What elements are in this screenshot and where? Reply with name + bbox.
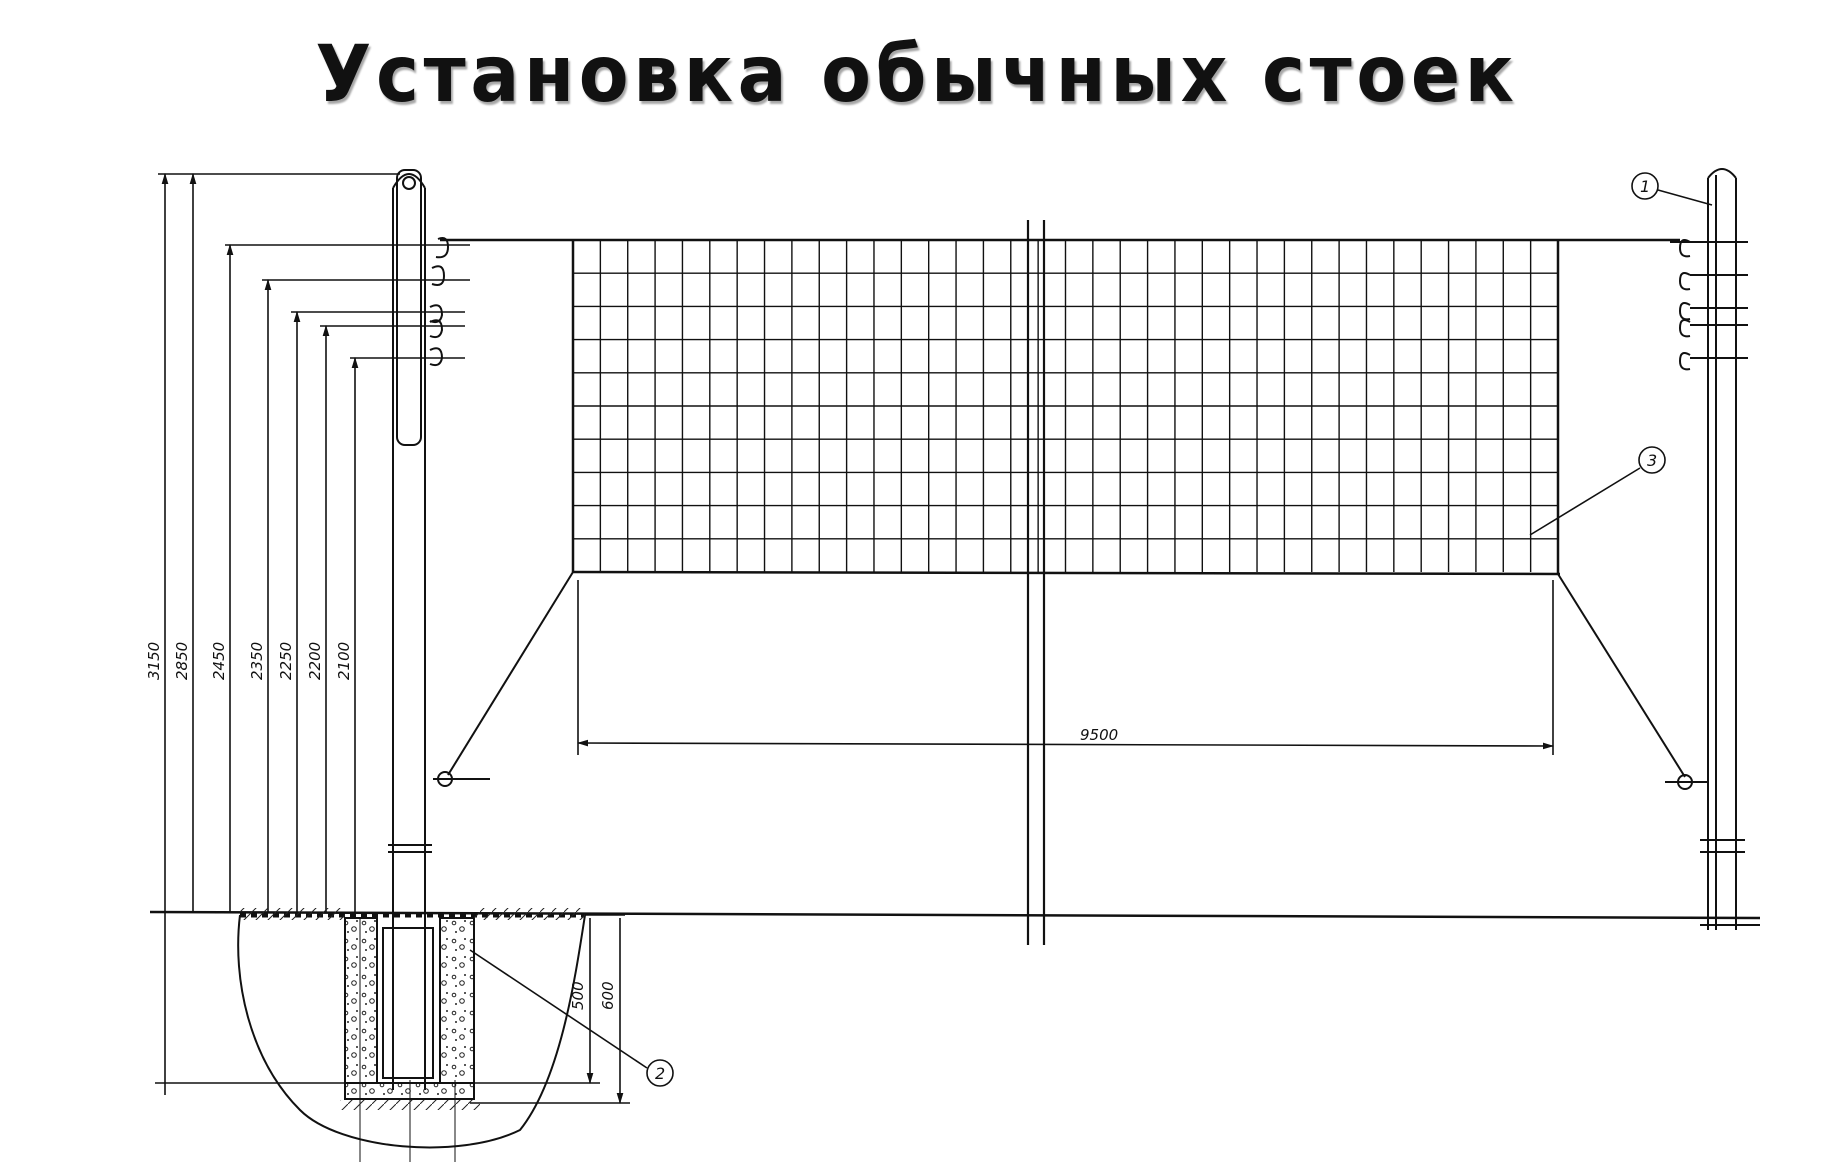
height-label-2850: 2850	[173, 642, 191, 680]
height-label-2450: 2450	[210, 642, 228, 680]
height-label-2250: 2250	[277, 642, 295, 680]
right-post-hooks	[1665, 239, 1748, 790]
callout-2	[469, 949, 674, 1087]
ground-line	[149, 910, 1761, 920]
callout-3	[1529, 446, 1666, 536]
height-label-3150: 3150	[145, 642, 163, 680]
callout-1-label: 1	[1640, 177, 1650, 196]
span-dimension-line	[576, 580, 1555, 755]
callout-3-label: 3	[1647, 451, 1657, 470]
footing-foundation	[237, 908, 586, 1162]
height-dimension-lines	[155, 172, 470, 1095]
diagram-title: Установка обычных стоек	[315, 30, 1519, 120]
left-post	[388, 169, 432, 1090]
height-labels: 3150 2850 2450 2350 2250 2200 2100	[145, 642, 353, 680]
footing-depth-label: 500	[569, 981, 587, 1010]
height-label-2200: 2200	[306, 642, 324, 680]
height-label-2350: 2350	[248, 642, 266, 680]
height-label-2100: 2100	[335, 642, 353, 680]
volleyball-net	[440, 238, 1686, 778]
center-post	[1026, 220, 1046, 945]
callout-2-label: 2	[655, 1064, 665, 1083]
footing-depth-total-label: 600	[599, 981, 617, 1010]
left-post-hooks	[429, 237, 490, 787]
right-post	[1700, 168, 1760, 930]
span-label: 9500	[1080, 726, 1118, 744]
callout-1	[1631, 172, 1713, 206]
footing-dimension-lines	[470, 914, 630, 1105]
